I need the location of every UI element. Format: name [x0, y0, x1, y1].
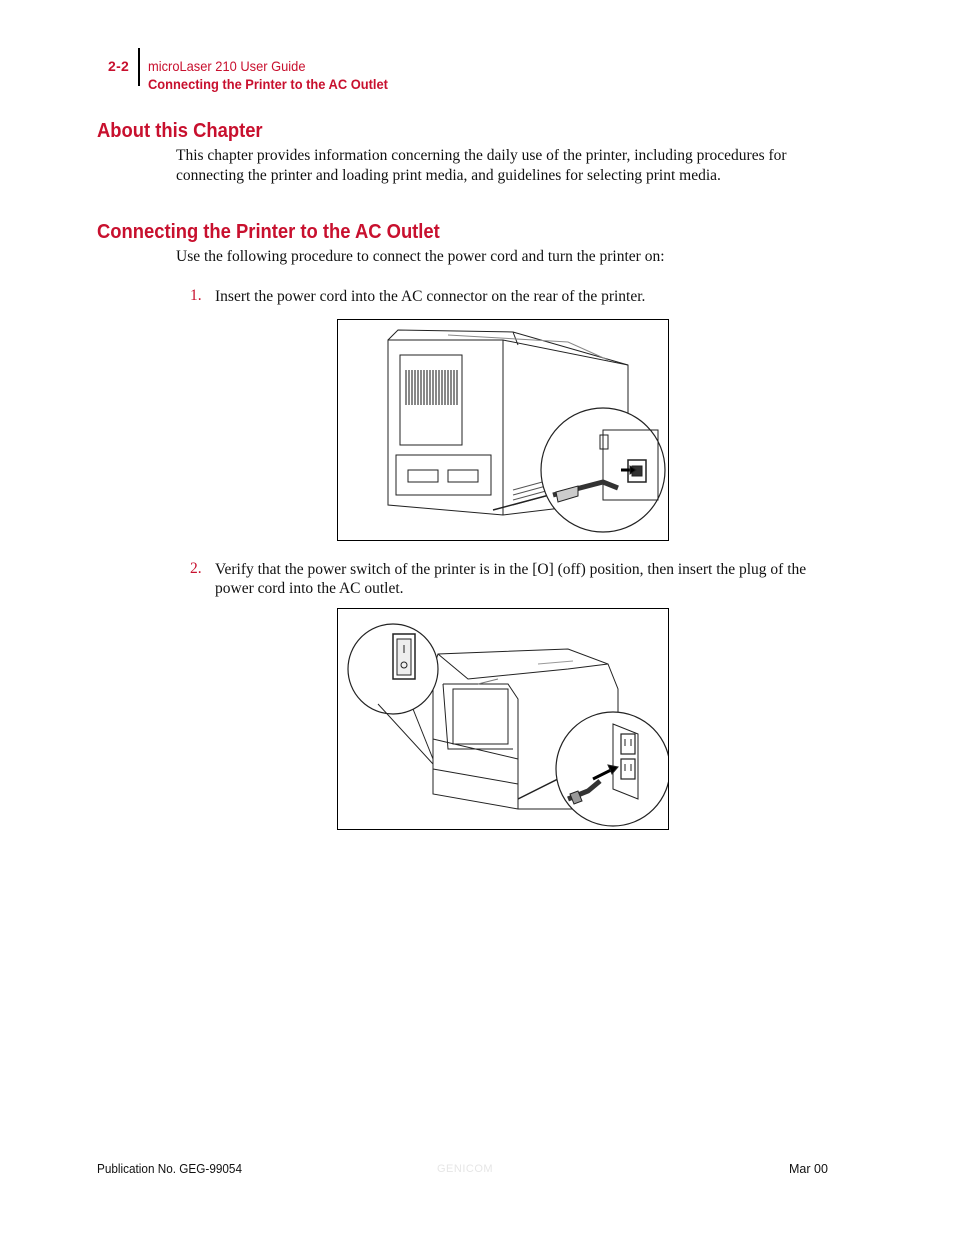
about-heading: About this Chapter — [97, 120, 263, 142]
power-switch-outlet-illustration — [347, 623, 668, 827]
figure-power-switch-outlet — [337, 608, 669, 830]
brand-watermark: GENICOM — [437, 1163, 494, 1175]
guide-title: microLaser 210 User Guide — [148, 58, 306, 74]
publication-date: Mar 00 — [789, 1162, 828, 1176]
printer-rear-illustration — [387, 329, 666, 533]
step-1-text: Insert the power cord into the AC connec… — [215, 288, 646, 305]
step-2-number: 2. — [190, 560, 202, 577]
page-number: 2-2 — [108, 58, 130, 74]
publication-number: Publication No. GEG-99054 — [97, 1162, 243, 1176]
about-body: This chapter provides information concer… — [176, 147, 787, 184]
connecting-heading: Connecting the Printer to the AC Outlet — [97, 221, 440, 243]
figure-power-cord-rear — [337, 319, 669, 541]
step-1-number: 1. — [190, 287, 202, 304]
header-divider — [138, 48, 140, 86]
running-section-title: Connecting the Printer to the AC Outlet — [148, 76, 388, 92]
step-2-text: Verify that the power switch of the prin… — [215, 561, 807, 597]
connecting-intro: Use the following procedure to connect t… — [176, 248, 665, 265]
